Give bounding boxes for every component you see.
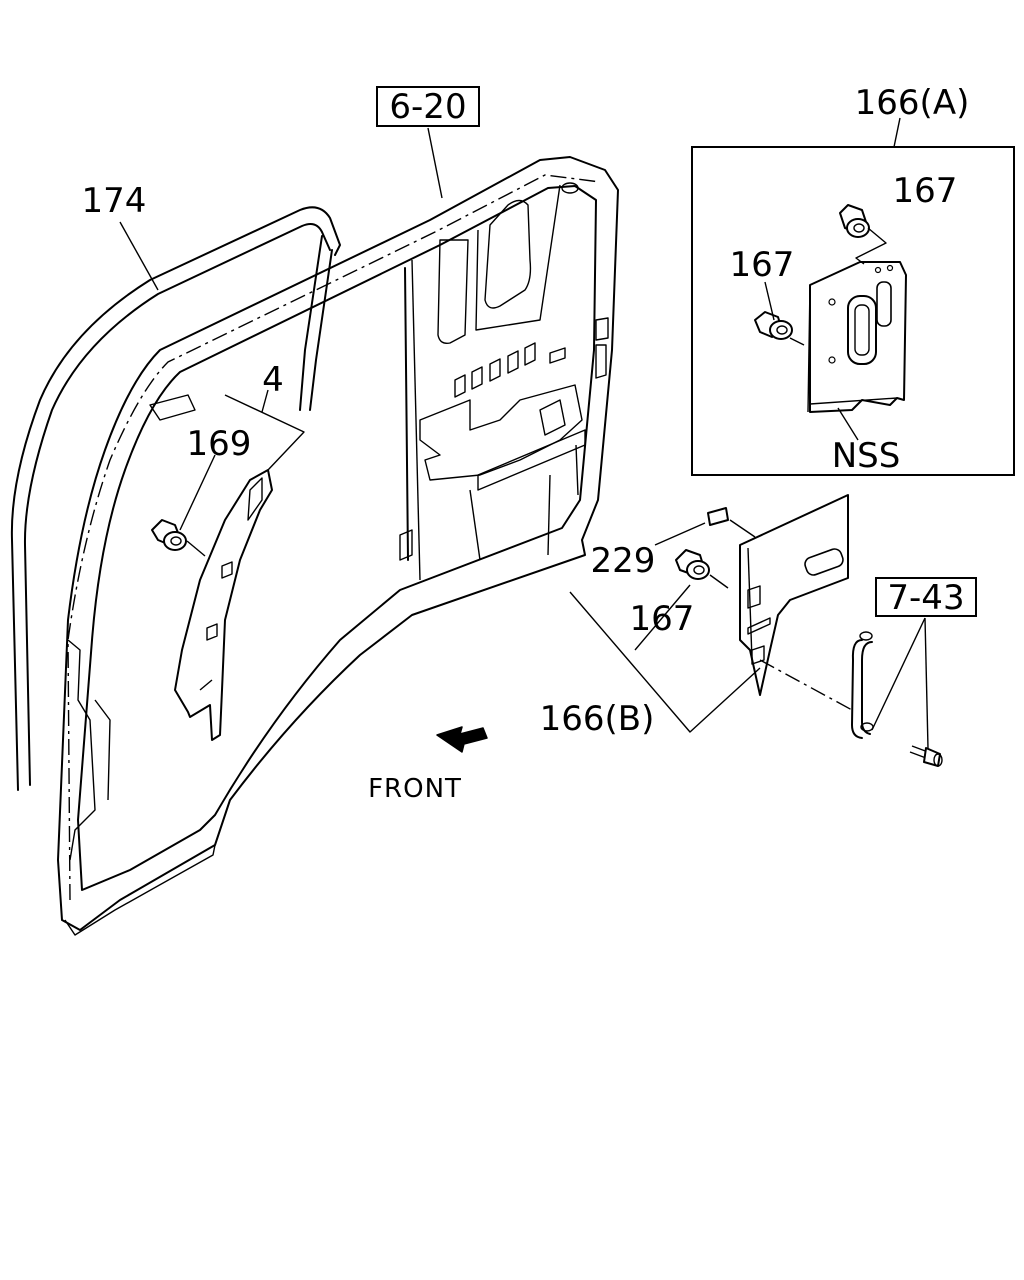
inset-box-166a <box>691 146 1015 476</box>
label-part-166b[interactable]: 166(B) <box>540 699 655 739</box>
ref-box-6-20 <box>376 86 480 127</box>
weatherstrip-174 <box>10 206 341 791</box>
bolt <box>909 745 943 767</box>
garnish-4 <box>174 469 273 741</box>
label-part-169[interactable]: 169 <box>187 424 252 464</box>
clip-167-lower <box>754 311 793 340</box>
label-ref-6-20[interactable]: 6-20 <box>389 87 466 127</box>
label-part-174[interactable]: 174 <box>82 181 147 221</box>
front-arrow-icon <box>436 726 488 753</box>
label-part-167-upper[interactable]: 167 <box>893 171 958 211</box>
label-part-229[interactable]: 229 <box>591 541 656 581</box>
label-part-4[interactable]: 4 <box>262 360 284 400</box>
clip-169 <box>151 519 187 551</box>
door-inner-panel <box>57 156 619 936</box>
label-ref-7-43[interactable]: 7-43 <box>887 578 964 618</box>
label-part-167-lower[interactable]: 167 <box>730 245 795 285</box>
label-part-166a[interactable]: 166(A) <box>855 83 970 123</box>
label-part-167-b[interactable]: 167 <box>630 599 695 639</box>
label-nss: NSS <box>832 436 901 476</box>
assist-handle <box>851 631 874 739</box>
tape-229 <box>707 507 729 526</box>
label-front: FRONT <box>368 774 462 804</box>
ref-box-7-43 <box>875 577 977 617</box>
pad-166b <box>739 494 849 696</box>
clip-167-upper <box>839 204 870 238</box>
leader-lines <box>119 117 929 749</box>
clip-167-b <box>675 549 710 580</box>
